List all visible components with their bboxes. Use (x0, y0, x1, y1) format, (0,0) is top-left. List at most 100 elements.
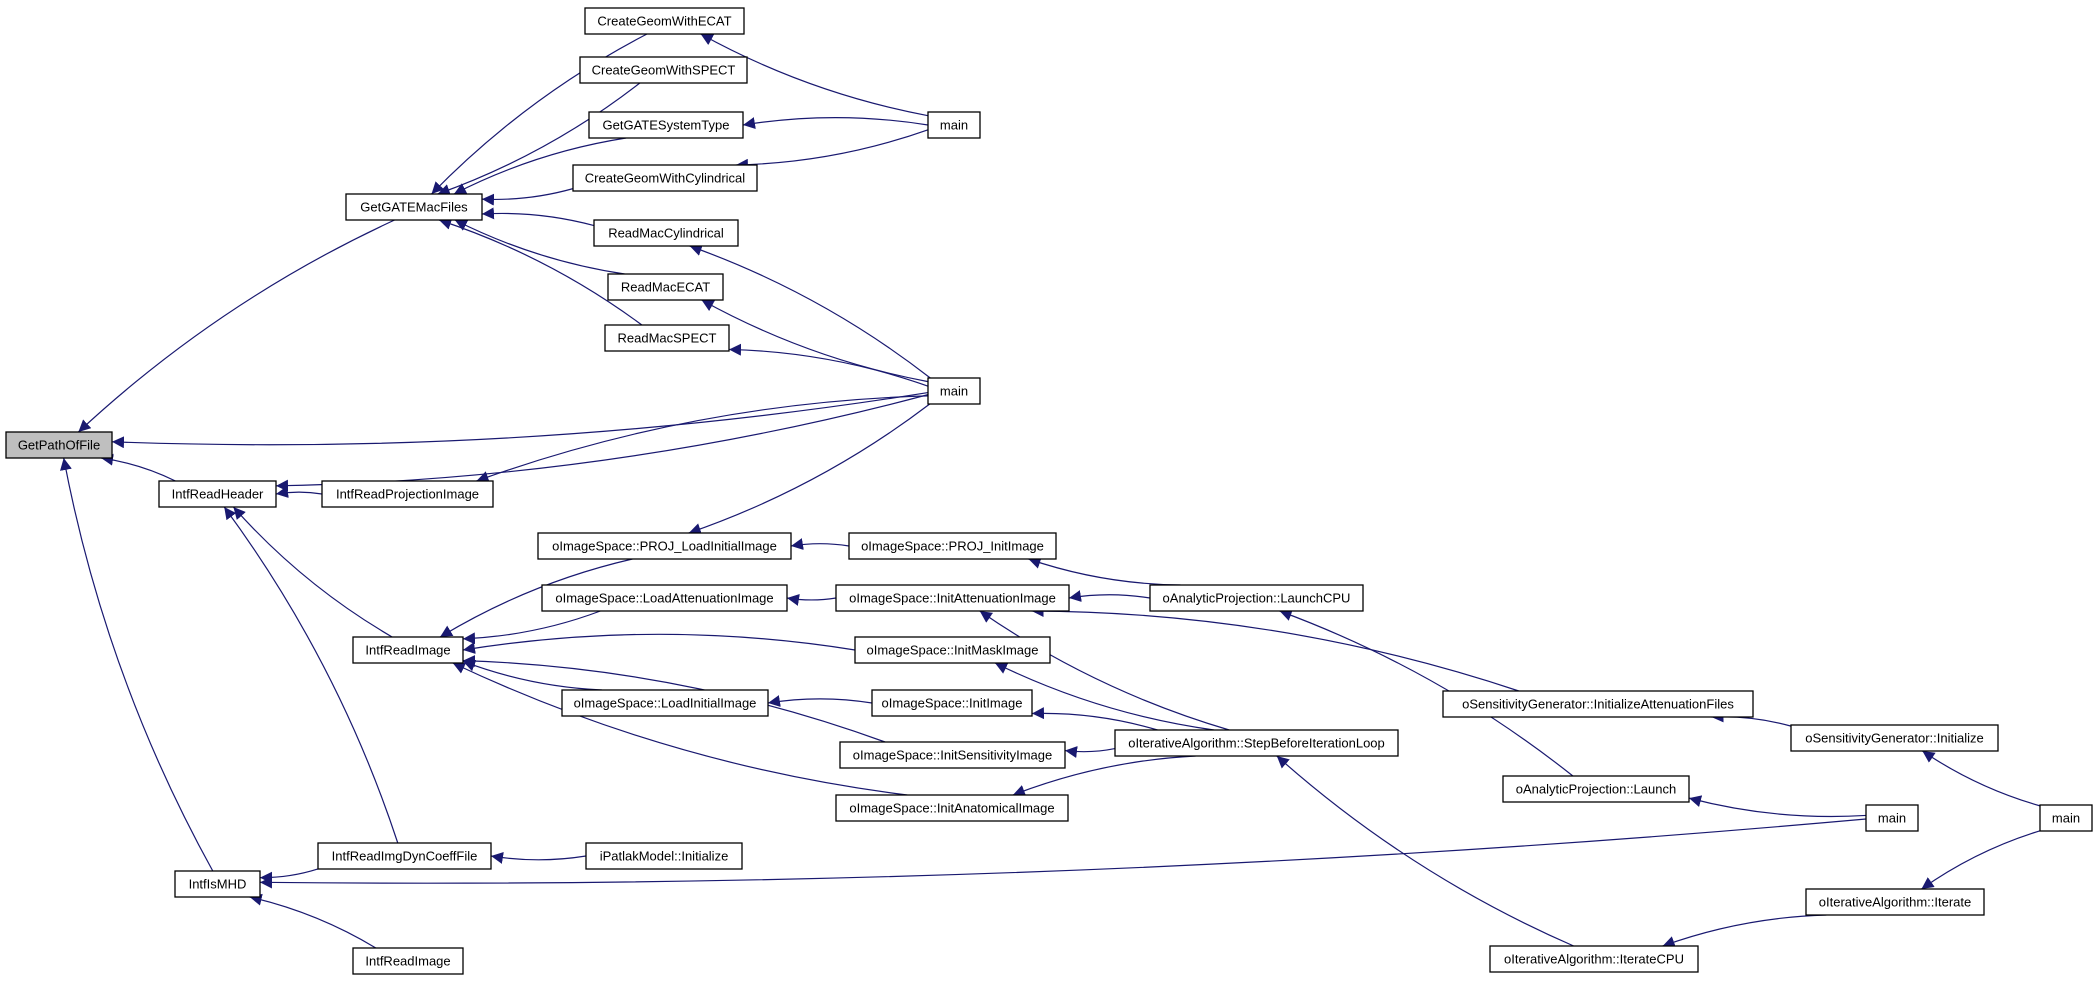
node-label-loadattenuationimage: oImageSpace::LoadAttenuationImage (555, 591, 773, 606)
node-creategeomwithecat[interactable]: CreateGeomWithECAT (584, 7, 745, 35)
node-box-intfreadimage2[interactable] (352, 947, 464, 975)
node-intfreadheader[interactable]: IntfReadHeader (158, 480, 277, 508)
node-label-sensgen_initialize: oSensitivityGenerator::Initialize (1805, 731, 1983, 746)
node-box-intfreadimgdyncoefffile[interactable] (317, 842, 492, 870)
node-main1[interactable]: main (927, 111, 981, 139)
edge-stepbeforeiterationloop-to-initimage (1031, 707, 1158, 731)
node-box-iteratecpu[interactable] (1489, 945, 1699, 973)
node-box-stepbeforeiterationloop[interactable] (1114, 729, 1399, 757)
node-initattenuationimage[interactable]: oImageSpace::InitAttenuationImage (835, 584, 1070, 612)
edge-initimage-to-loadinitialimage (767, 695, 873, 708)
node-box-launch[interactable] (1502, 775, 1690, 803)
node-box-proj_loadinitialimage[interactable] (537, 532, 792, 560)
node-iterate[interactable]: oIterativeAlgorithm::Iterate (1805, 888, 1985, 916)
node-stepbeforeiterationloop[interactable]: oIterativeAlgorithm::StepBeforeIteration… (1114, 729, 1399, 757)
edge-readmacspect-to-getgatemacfiles (438, 218, 643, 326)
node-box-loadinitialimage[interactable] (561, 689, 769, 717)
node-main3[interactable]: main (1865, 804, 1919, 832)
node-box-initmaskimage[interactable] (854, 636, 1051, 664)
node-loadinitialimage[interactable]: oImageSpace::LoadInitialImage (561, 689, 769, 717)
node-box-initimage[interactable] (871, 689, 1033, 717)
node-label-iteratecpu: oIterativeAlgorithm::IterateCPU (1504, 952, 1684, 967)
node-main2[interactable]: main (927, 377, 981, 405)
node-box-loadattenuationimage[interactable] (541, 584, 788, 612)
node-sensgen_initialize[interactable]: oSensitivityGenerator::Initialize (1790, 724, 1999, 752)
node-box-main2[interactable] (927, 377, 981, 405)
node-box-creategeomwithcylindrical[interactable] (572, 164, 758, 192)
edge-iterate-to-iteratecpu (1662, 914, 1827, 948)
node-box-intfreadimage1[interactable] (352, 636, 464, 664)
node-readmacspect[interactable]: ReadMacSPECT (604, 324, 730, 352)
node-intfreadimgdyncoefffile[interactable]: IntfReadImgDynCoeffFile (317, 842, 492, 870)
node-label-getgatemacfiles: GetGATEMacFiles (360, 200, 468, 215)
node-label-proj_initimage: oImageSpace::PROJ_InitImage (861, 539, 1044, 554)
node-initimage[interactable]: oImageSpace::InitImage (871, 689, 1033, 717)
node-creategeomwithcylindrical[interactable]: CreateGeomWithCylindrical (572, 164, 758, 192)
node-box-readmacecat[interactable] (607, 273, 724, 301)
node-box-proj_initimage[interactable] (848, 532, 1057, 560)
nodes-layer: GetPathOfFile GetGATEMacFilesIntfReadHead… (5, 7, 2093, 975)
node-box-getgatesystemtype[interactable] (588, 111, 744, 139)
node-launchcpu[interactable]: oAnalyticProjection::LaunchCPU (1149, 584, 1364, 612)
node-initsensitivityimage[interactable]: oImageSpace::InitSensitivityImage (839, 741, 1066, 769)
node-box-main1[interactable] (927, 111, 981, 139)
node-readmaccylindrical[interactable]: ReadMacCylindrical (593, 219, 739, 247)
node-creategeomwithspect[interactable]: CreateGeomWithSPECT (579, 56, 748, 84)
node-getgatemacfiles[interactable]: GetGATEMacFiles (345, 193, 483, 221)
node-box-getgatemacfiles[interactable] (345, 193, 483, 221)
node-getpathoffile[interactable]: GetPathOfFile (5, 431, 113, 459)
node-intfismhd[interactable]: IntfIsMHD (174, 870, 261, 898)
node-initializeattenuationfiles[interactable]: oSensitivityGenerator::InitializeAttenua… (1442, 690, 1754, 718)
node-box-ipatlak_initialize[interactable] (585, 842, 743, 870)
node-box-iterate[interactable] (1805, 888, 1985, 916)
node-box-launchcpu[interactable] (1149, 584, 1364, 612)
edge-intfreadprojectionimage-to-intfreadheader (275, 486, 323, 499)
edge-main3-to-launch (1688, 795, 1867, 818)
node-proj_initimage[interactable]: oImageSpace::PROJ_InitImage (848, 532, 1057, 560)
edge-main2-to-getpathoffile (111, 391, 929, 449)
edges-layer (60, 33, 2041, 949)
node-box-intfreadheader[interactable] (158, 480, 277, 508)
node-initmaskimage[interactable]: oImageSpace::InitMaskImage (854, 636, 1051, 664)
node-label-initattenuationimage: oImageSpace::InitAttenuationImage (849, 591, 1056, 606)
node-box-getpathoffile[interactable] (5, 431, 113, 459)
node-box-initializeattenuationfiles[interactable] (1442, 690, 1754, 718)
node-proj_loadinitialimage[interactable]: oImageSpace::PROJ_LoadInitialImage (537, 532, 792, 560)
node-loadattenuationimage[interactable]: oImageSpace::LoadAttenuationImage (541, 584, 788, 612)
node-box-initsensitivityimage[interactable] (839, 741, 1066, 769)
node-box-intfreadprojectionimage[interactable] (321, 480, 494, 508)
edge-intfismhd-to-getpathoffile (60, 457, 214, 872)
node-box-initanatomicalimage[interactable] (835, 794, 1069, 822)
node-label-proj_loadinitialimage: oImageSpace::PROJ_LoadInitialImage (552, 539, 777, 554)
node-box-creategeomwithspect[interactable] (579, 56, 748, 84)
edge-ipatlak_initialize-to-intfreadimgdyncoefffile (490, 851, 587, 864)
node-launch[interactable]: oAnalyticProjection::Launch (1502, 775, 1690, 803)
edge-main4-to-iterate (1921, 830, 2041, 890)
edge-creategeomwithcylindrical-to-getgatemacfiles (481, 188, 574, 206)
node-box-readmacspect[interactable] (604, 324, 730, 352)
node-box-creategeomwithecat[interactable] (584, 7, 745, 35)
node-label-launch: oAnalyticProjection::Launch (1516, 782, 1676, 797)
node-box-initattenuationimage[interactable] (835, 584, 1070, 612)
node-box-sensgen_initialize[interactable] (1790, 724, 1999, 752)
node-iteratecpu[interactable]: oIterativeAlgorithm::IterateCPU (1489, 945, 1699, 973)
node-initanatomicalimage[interactable]: oImageSpace::InitAnatomicalImage (835, 794, 1069, 822)
node-box-main4[interactable] (2039, 804, 2093, 832)
node-label-main4: main (2052, 811, 2080, 826)
node-main4[interactable]: main (2039, 804, 2093, 832)
edge-iteratecpu-to-stepbeforeiterationloop (1276, 755, 1574, 947)
node-getgatesystemtype[interactable]: GetGATESystemType (588, 111, 744, 139)
edge-main2-to-readmaccylindrical (689, 244, 931, 379)
node-box-main3[interactable] (1865, 804, 1919, 832)
node-intfreadimage2[interactable]: IntfReadImage (352, 947, 464, 975)
node-intfreadimage1[interactable]: IntfReadImage (352, 636, 464, 664)
edge-intfreadimgdyncoefffile-to-intfreadheader (223, 506, 399, 844)
node-label-readmaccylindrical: ReadMacCylindrical (608, 226, 724, 241)
edge-stepbeforeiterationloop-to-initsensitivityimage (1064, 746, 1116, 758)
node-ipatlak_initialize[interactable]: iPatlakModel::Initialize (585, 842, 743, 870)
node-box-intfismhd[interactable] (174, 870, 261, 898)
node-box-readmaccylindrical[interactable] (593, 219, 739, 247)
node-readmacecat[interactable]: ReadMacECAT (607, 273, 724, 301)
edge-main1-to-creategeomwithcylindrical (735, 129, 929, 171)
node-intfreadprojectionimage[interactable]: IntfReadProjectionImage (321, 480, 494, 508)
